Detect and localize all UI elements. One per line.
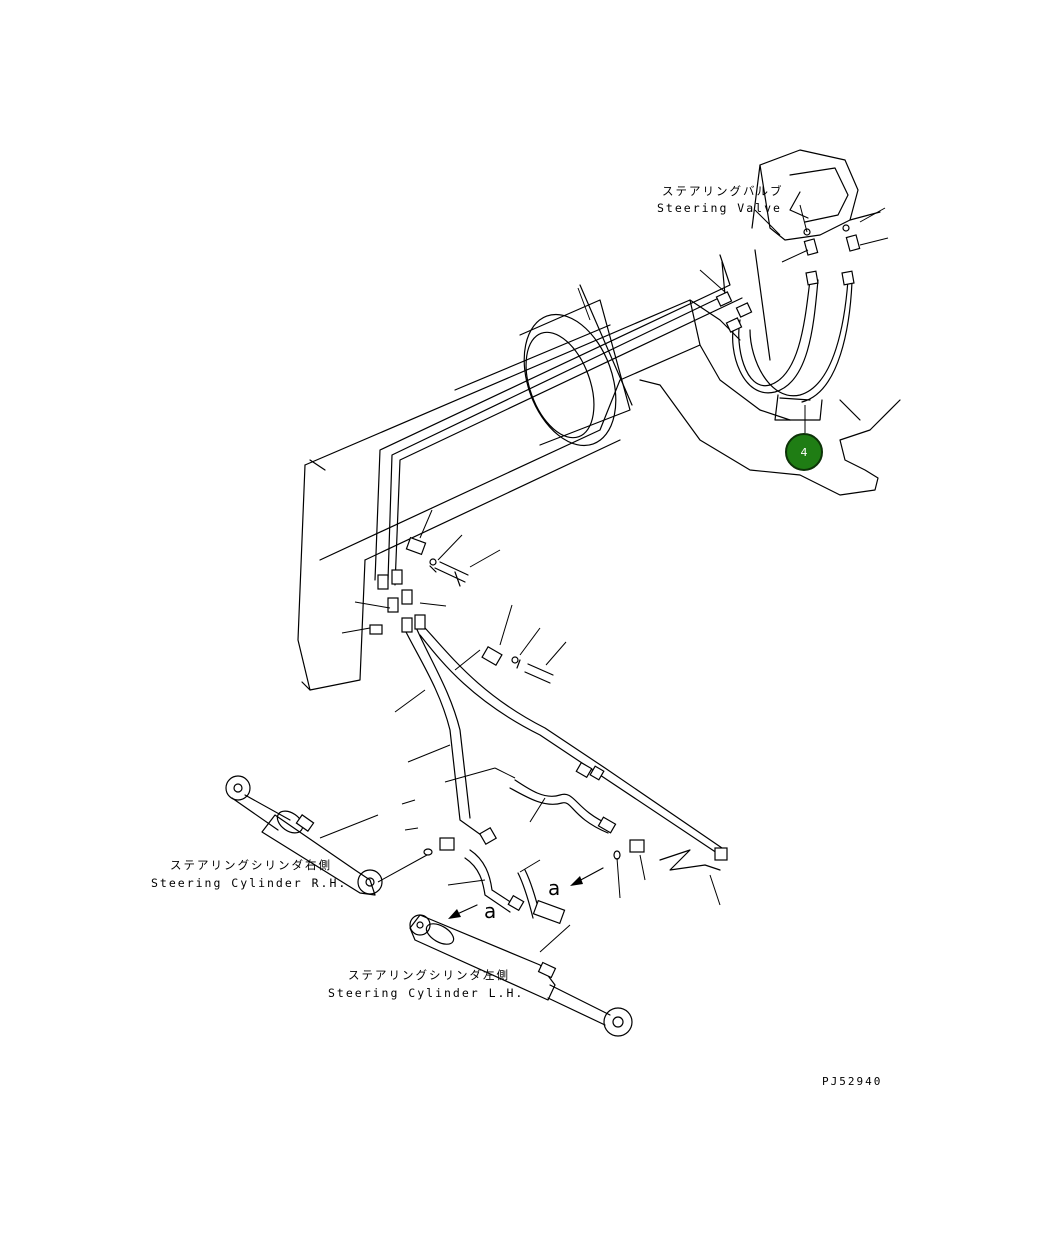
leader-lines bbox=[319, 204, 889, 953]
steering-cylinder-rh bbox=[225, 775, 383, 896]
cylinder-lh-label-en: Steering Cylinder L.H. bbox=[328, 986, 525, 1000]
cylinder-lh-label-jp: ステアリングシリンダ左側 bbox=[348, 968, 510, 982]
cylinder-rh-label-en: Steering Cylinder R.H. bbox=[151, 876, 348, 890]
view-marker-a: a bbox=[548, 876, 561, 900]
steering-cylinder-lh bbox=[409, 914, 633, 1037]
drawing-code: PJ52940 bbox=[822, 1075, 883, 1088]
steering-valve-label-en: Steering Valve bbox=[657, 201, 782, 215]
cylinder-rh-label-jp: ステアリングシリンダ右側 bbox=[170, 858, 332, 872]
view-marker-a: a bbox=[484, 899, 497, 923]
view-arrows bbox=[448, 867, 604, 919]
steering-valve-label-jp: ステアリングバルブ bbox=[662, 184, 784, 198]
callout-number: 4 bbox=[800, 446, 808, 459]
steering-valve-body bbox=[751, 149, 881, 361]
machine-frame bbox=[297, 284, 901, 691]
fittings bbox=[369, 224, 861, 925]
hydraulic-lines bbox=[374, 254, 853, 919]
part-callout-4[interactable]: 4 bbox=[785, 433, 823, 471]
